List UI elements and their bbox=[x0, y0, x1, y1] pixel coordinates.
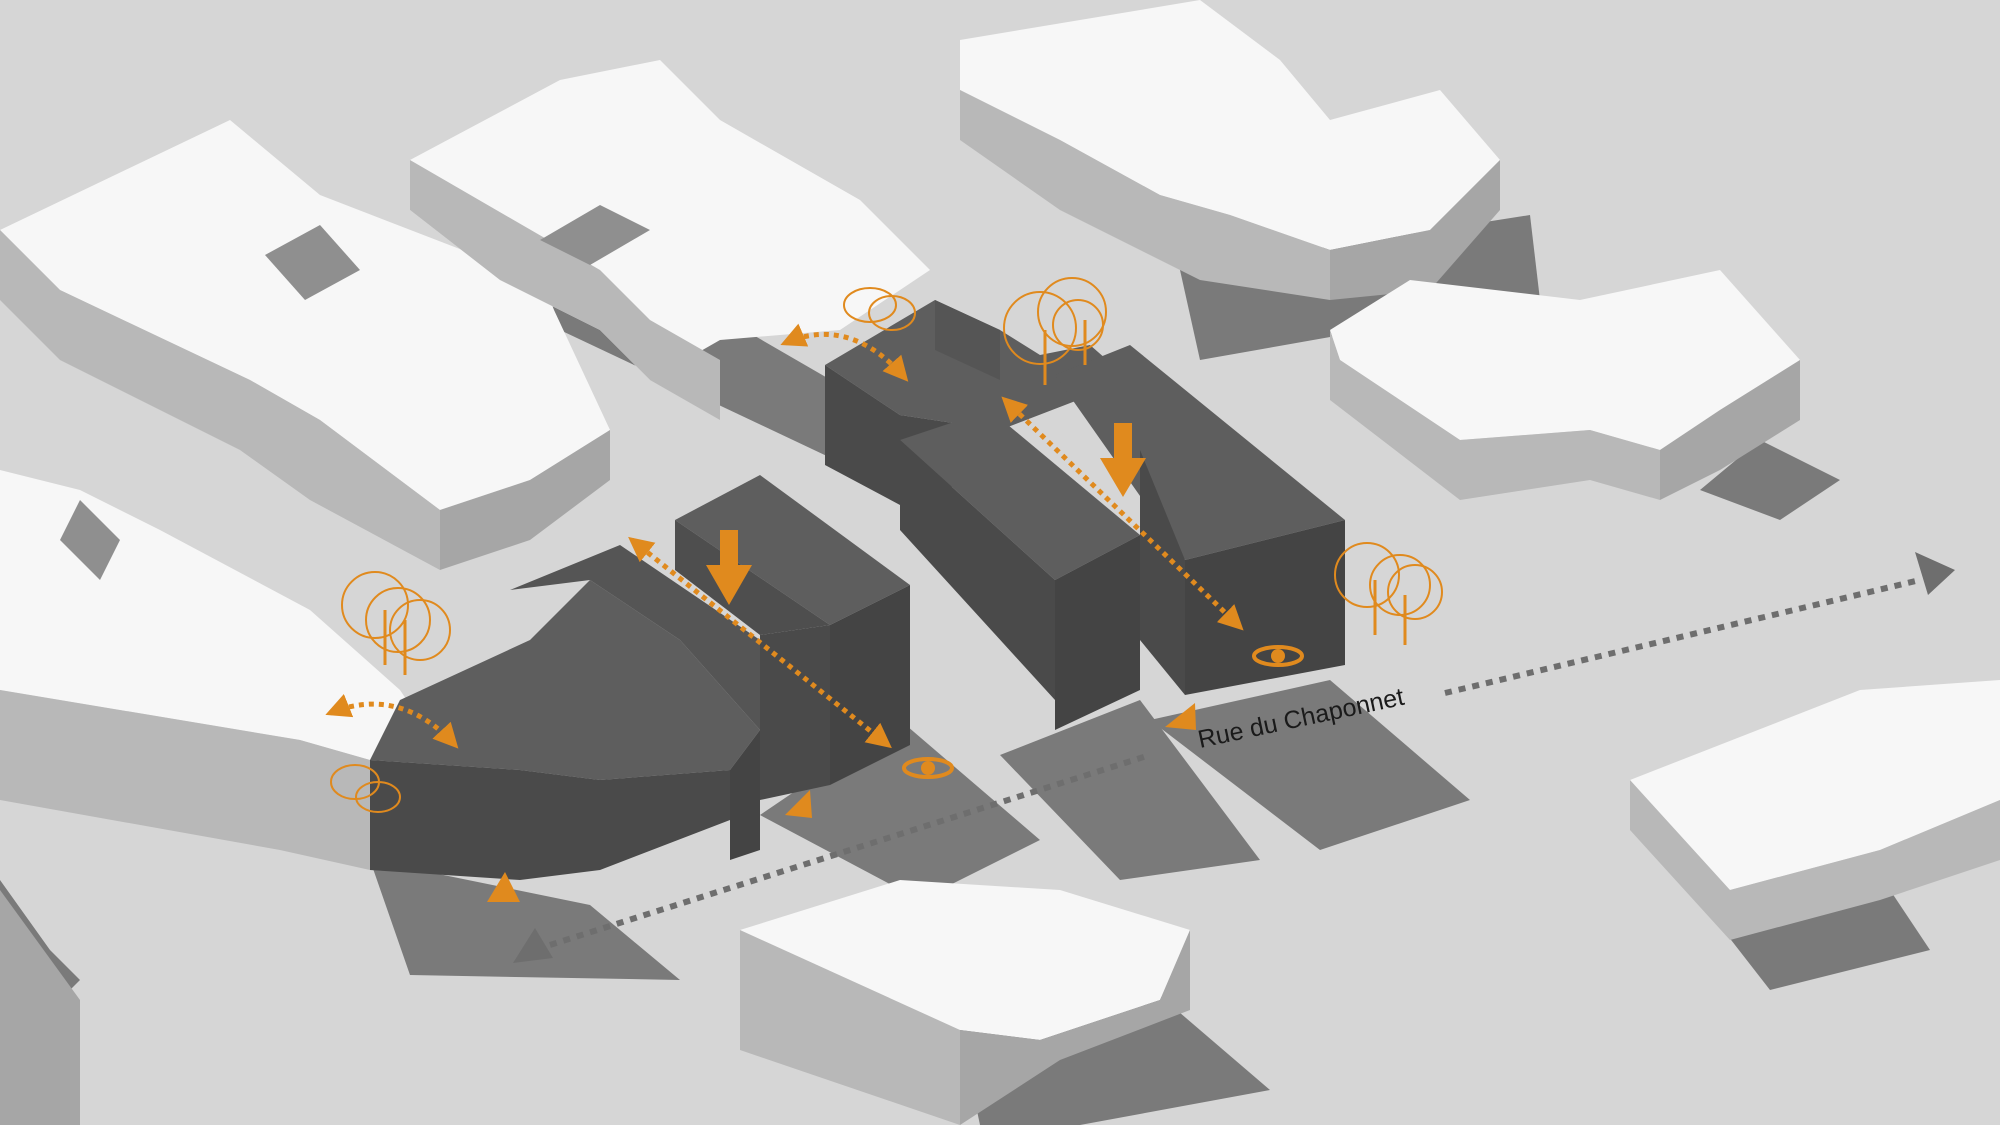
curved-connection-icon bbox=[325, 323, 909, 749]
tree-icon bbox=[330, 277, 1443, 813]
context-building-nw bbox=[0, 120, 610, 570]
visual-link-icon bbox=[628, 396, 1244, 749]
context-building-n bbox=[410, 60, 930, 420]
context-building-se bbox=[1630, 680, 2000, 940]
view-eye-icon bbox=[902, 645, 1304, 779]
pedestrian-path-icon bbox=[513, 552, 1955, 963]
context-building-w bbox=[0, 470, 420, 870]
context-building-ne bbox=[960, 0, 1500, 300]
context-building-s bbox=[740, 880, 1190, 1125]
entrance-triangle-icon bbox=[487, 703, 1196, 902]
context-building-e bbox=[1330, 270, 1800, 500]
context-building-sw bbox=[0, 890, 80, 1125]
